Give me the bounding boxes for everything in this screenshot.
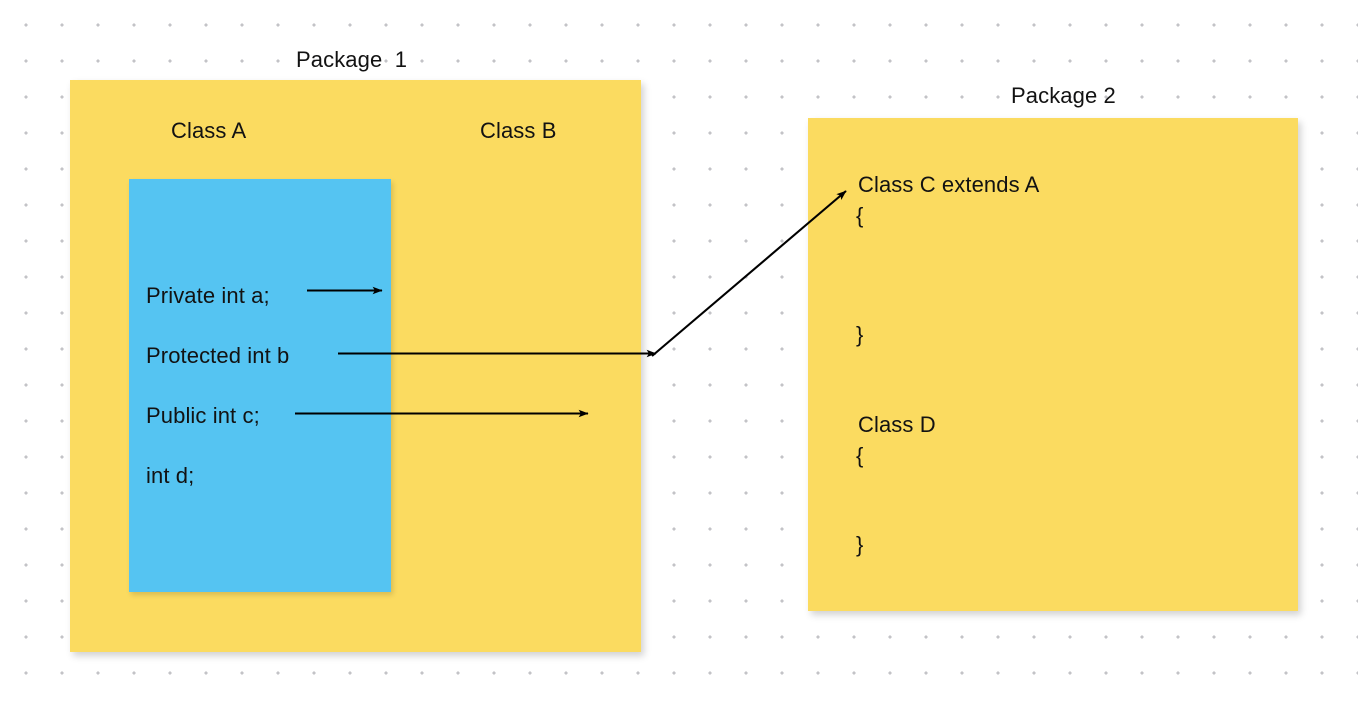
class-a-member-default-d: int d; xyxy=(146,463,195,488)
package-2-box xyxy=(808,118,1298,611)
class-d-title: Class D xyxy=(858,412,936,437)
class-a-box xyxy=(129,179,391,592)
package-1-title: Package 1 xyxy=(296,47,408,72)
class-c-close-brace: } xyxy=(856,322,864,347)
package-2-title: Package 2 xyxy=(1011,83,1116,108)
class-a-title: Class A xyxy=(171,118,247,143)
class-b-title: Class B xyxy=(480,118,557,143)
class-a-member-private-a: Private int a; xyxy=(146,283,270,308)
class-c-open-brace: { xyxy=(856,203,864,228)
class-c-title: Class C extends A xyxy=(858,172,1040,197)
class-d-close-brace: } xyxy=(856,532,864,557)
class-a-member-public-c: Public int c; xyxy=(146,403,260,428)
class-d-open-brace: { xyxy=(856,443,864,468)
class-a-member-protected-b: Protected int b xyxy=(146,343,290,368)
